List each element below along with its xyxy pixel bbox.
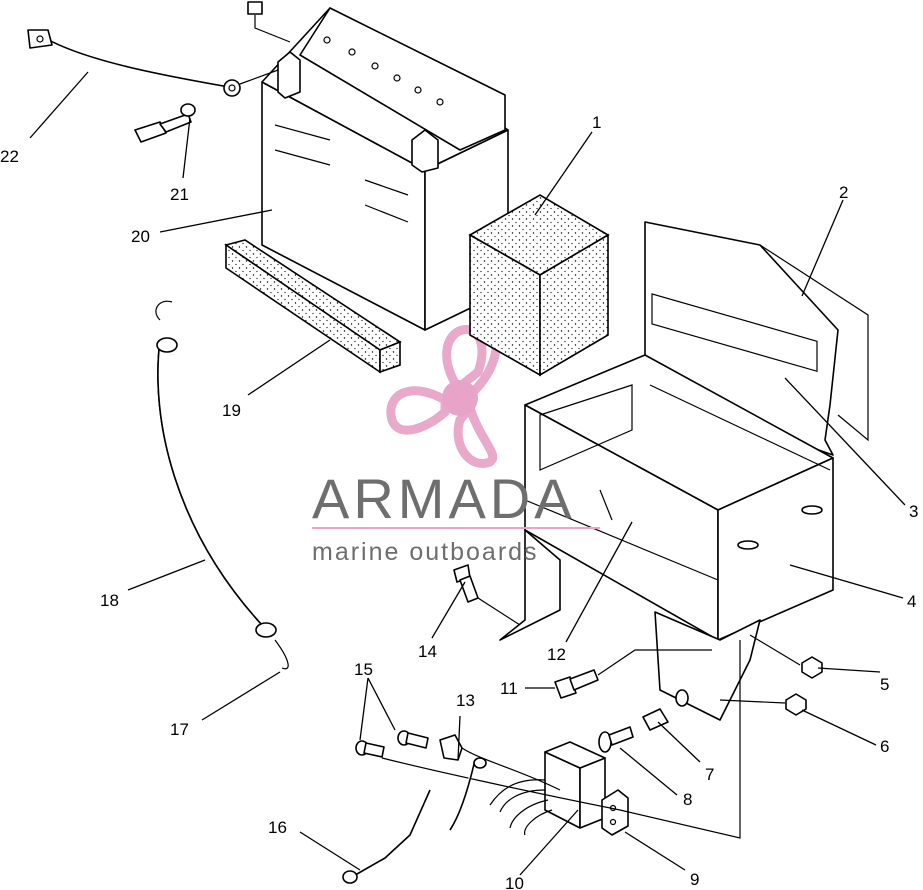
callout-22: 22 bbox=[0, 147, 19, 166]
watermark-tagline: marine outboards bbox=[312, 538, 539, 566]
callout-7: 7 bbox=[705, 765, 714, 784]
armada-watermark: ARMADA marine outboards bbox=[312, 467, 600, 566]
screw-8 bbox=[598, 726, 634, 753]
callout-15: 15 bbox=[354, 660, 373, 679]
callout-8: 8 bbox=[683, 790, 692, 809]
callout-10: 10 bbox=[505, 874, 524, 890]
nut-6 bbox=[785, 693, 807, 716]
callout-13: 13 bbox=[456, 691, 475, 710]
nut-5 bbox=[801, 656, 823, 679]
clamp-7 bbox=[642, 689, 689, 731]
wire-16 bbox=[342, 757, 487, 884]
callout-11: 11 bbox=[500, 679, 518, 698]
bolt-11 bbox=[554, 649, 712, 699]
callout-numbers: 1 2 3 4 5 6 7 8 9 10 11 12 13 14 15 16 1… bbox=[0, 113, 918, 890]
rectifier-10 bbox=[489, 741, 606, 836]
callout-9: 9 bbox=[690, 870, 699, 889]
callout-16: 16 bbox=[268, 818, 287, 837]
callout-4: 4 bbox=[907, 592, 916, 611]
strap-18 bbox=[155, 300, 289, 670]
callout-18: 18 bbox=[100, 591, 119, 610]
foam-strip bbox=[224, 239, 402, 374]
leader-lines bbox=[29, 71, 906, 876]
callout-5: 5 bbox=[880, 675, 889, 694]
callout-1: 1 bbox=[592, 113, 601, 132]
callout-14: 14 bbox=[418, 642, 437, 661]
callout-17: 17 bbox=[170, 720, 189, 739]
callout-3: 3 bbox=[909, 502, 918, 521]
bolt-14 bbox=[453, 564, 521, 626]
connector-13 bbox=[381, 640, 741, 839]
callout-12: 12 bbox=[547, 645, 566, 664]
callout-20: 20 bbox=[131, 227, 150, 246]
screws-15 bbox=[355, 730, 429, 758]
negative-cable bbox=[27, 29, 279, 97]
callout-19: 19 bbox=[222, 401, 241, 420]
callout-2: 2 bbox=[839, 183, 848, 202]
foam-pad bbox=[468, 194, 610, 377]
plate-9 bbox=[601, 789, 629, 836]
logo-hub bbox=[442, 380, 478, 416]
battery-tray bbox=[499, 354, 834, 721]
bolt-and-washer bbox=[134, 103, 196, 143]
callout-6: 6 bbox=[880, 737, 889, 756]
callout-21: 21 bbox=[170, 185, 189, 204]
watermark-brand: ARMADA bbox=[312, 467, 576, 530]
battery bbox=[247, 1, 509, 331]
armada-propeller-logo bbox=[386, 325, 501, 468]
